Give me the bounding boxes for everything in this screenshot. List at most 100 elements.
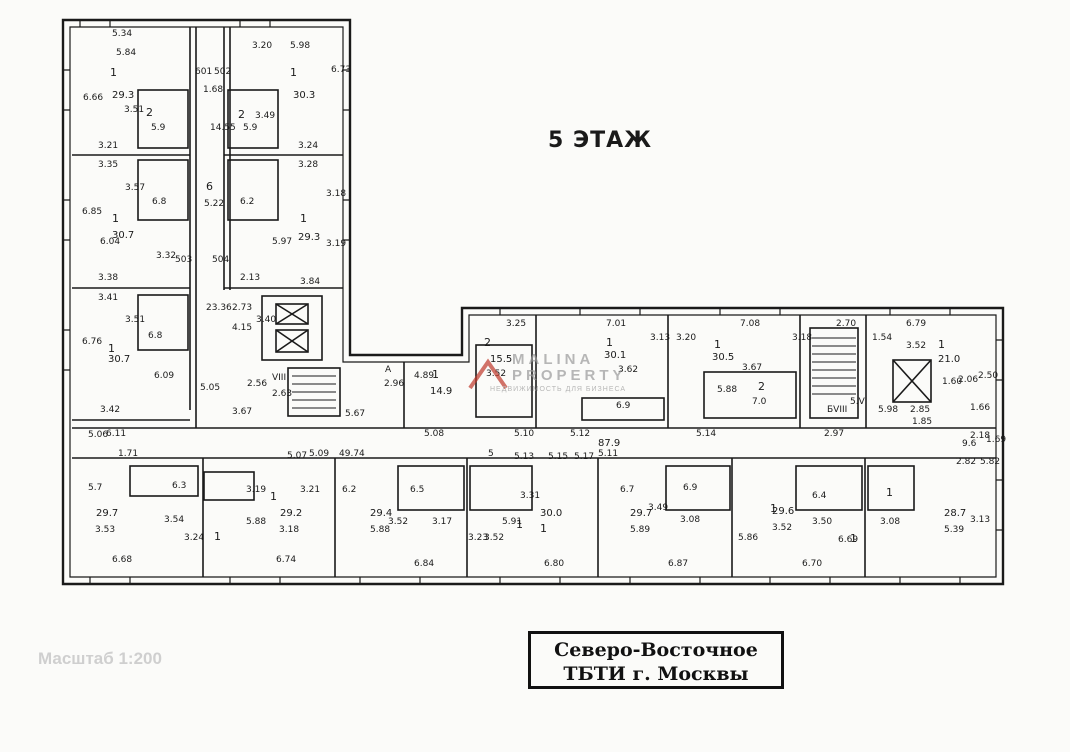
dimension-label: 5.9 <box>151 123 166 133</box>
dimension-label: 3.52 <box>484 533 504 543</box>
dimension-label: 3.67 <box>232 407 252 417</box>
dimension-label: 6.85 <box>82 207 102 217</box>
dimension-label: 3.41 <box>98 293 118 303</box>
dimension-label: 5.67 <box>345 409 365 419</box>
dimension-label: 1 <box>938 338 945 351</box>
dimension-label: 3.08 <box>880 517 900 527</box>
dimension-label: 2.50 <box>978 371 998 381</box>
dimension-label: 5.88 <box>246 517 266 527</box>
dimension-label: 6.74 <box>276 555 296 565</box>
dimension-label: 3.17 <box>432 517 452 527</box>
dimension-label: 6.84 <box>414 559 434 569</box>
dimension-label: 29.3 <box>112 90 134 101</box>
dimension-label: 2.06 <box>958 375 978 385</box>
dimension-label: 3.52 <box>486 369 506 379</box>
dimension-label: 2.97 <box>824 429 844 439</box>
dimension-label: 3.57 <box>125 183 145 193</box>
dimension-label: 3.19 <box>326 239 346 249</box>
dimension-label: 30.7 <box>112 230 134 241</box>
dimension-label: 3.40 <box>256 315 276 325</box>
dimension-label: 5.22 <box>204 199 224 209</box>
dimension-label: 504 <box>212 255 229 265</box>
dimension-label: 6.9 <box>683 483 698 493</box>
scale-label: Масштаб 1:200 <box>38 649 162 668</box>
dimension-label: 1.69 <box>986 435 1006 445</box>
dimension-label: 3.19 <box>246 485 266 495</box>
dimension-label: 5.34 <box>112 29 132 39</box>
dimension-label: 6.04 <box>100 237 120 247</box>
dimension-label: 2 <box>146 106 153 119</box>
dimension-label: 6.73 <box>331 65 351 75</box>
dimension-label: 49.74 <box>339 449 365 459</box>
dimension-label: 2.70 <box>836 319 856 329</box>
dimension-label: 2.73 <box>232 303 252 313</box>
dimension-label: 5.7 <box>88 483 102 493</box>
dimension-label: 1 <box>214 530 221 543</box>
dimension-label: 3.32 <box>156 251 176 261</box>
dimension-label: 5.11 <box>598 449 618 459</box>
dimension-label: 5.88 <box>717 385 737 395</box>
dimension-label: 6.4 <box>812 491 827 501</box>
dimension-label: 29.6 <box>772 506 794 517</box>
dimension-label: 30.7 <box>108 354 130 365</box>
dimension-label: 5.06 <box>88 430 108 440</box>
dimension-label: 21.0 <box>938 354 960 365</box>
dimension-label: 7.08 <box>740 319 760 329</box>
dimension-label: 3.50 <box>812 517 832 527</box>
dimension-label: 3.49 <box>255 111 275 121</box>
dimension-label: 5.05 <box>200 383 220 393</box>
dimension-label: 2.18 <box>970 431 990 441</box>
dimension-label: 1 <box>432 368 439 381</box>
dimension-label: A <box>385 365 392 375</box>
dimension-label: 3.51 <box>125 315 145 325</box>
dimension-label: 5 <box>488 449 494 459</box>
dimension-label: 3.21 <box>98 141 118 151</box>
dimension-label: 14.9 <box>430 386 452 397</box>
outer-walls <box>61 18 1005 586</box>
dimension-label: 2.63 <box>272 389 292 399</box>
dimension-label: 3.18 <box>279 525 299 535</box>
dimension-label: 3.53 <box>95 525 115 535</box>
dimension-label: 5.88 <box>370 525 390 535</box>
dimension-label: 3.20 <box>676 333 696 343</box>
dimension-label: 5.86 <box>738 533 758 543</box>
dimension-label: 3.28 <box>298 160 318 170</box>
dimension-label: 7.01 <box>606 319 626 329</box>
dimension-label: 1.54 <box>872 333 892 343</box>
dimension-label: 87.9 <box>598 438 620 449</box>
window-marks <box>63 20 1003 584</box>
dimension-label: 5.08 <box>424 429 444 439</box>
dimension-label: 3.42 <box>100 405 120 415</box>
dimension-label: 29.7 <box>96 508 118 519</box>
dimension-label: 30.1 <box>604 350 626 361</box>
dimension-label: 5.09 <box>309 449 329 459</box>
dimension-label: 1 <box>850 532 857 545</box>
dimension-label: 503 <box>175 255 192 265</box>
dimension-label: 3.21 <box>300 485 320 495</box>
dimension-label: 5.98 <box>290 41 310 51</box>
dimension-label: 5.17 <box>574 452 594 462</box>
dimension-label: 1.85 <box>912 417 932 427</box>
dimension-label: 6.3 <box>172 481 186 491</box>
dimension-label: 2.13 <box>240 273 260 283</box>
dimension-label: 6.66 <box>83 93 103 103</box>
dimension-label: 30.0 <box>540 508 562 519</box>
dimension-label: 3.24 <box>184 533 204 543</box>
dimension-label: 5.82 <box>980 457 1000 467</box>
dimension-label: 5.V <box>850 397 866 407</box>
dimension-label: 5.9 <box>243 123 258 133</box>
dimension-label: 5.14 <box>696 429 716 439</box>
dimension-label: 29.2 <box>280 508 302 519</box>
dimension-label: 4.15 <box>232 323 252 333</box>
dimension-label: 6.11 <box>106 429 126 439</box>
dimension-label: 23.36 <box>206 303 232 313</box>
dimension-label: 1 <box>770 502 777 515</box>
dimension-label: 6.2 <box>240 197 254 207</box>
dimension-label: 1 <box>516 518 523 531</box>
dimension-label: 5.13 <box>514 452 534 462</box>
dimension-label: 6 <box>206 180 213 193</box>
dimension-label: 3.52 <box>388 517 408 527</box>
floor-title: 5 ЭТАЖ <box>548 128 653 153</box>
dimension-label: 5.91 <box>502 517 522 527</box>
dimension-label: 3.31 <box>520 491 540 501</box>
